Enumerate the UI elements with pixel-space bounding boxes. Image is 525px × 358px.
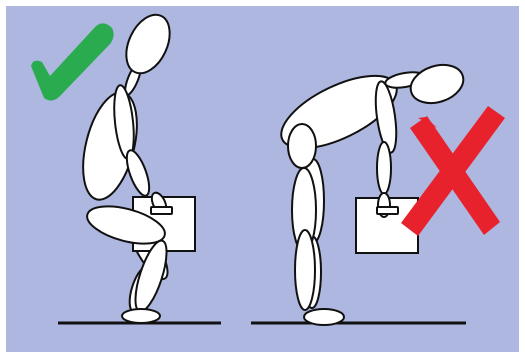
foot bbox=[122, 309, 160, 323]
hip bbox=[288, 124, 316, 168]
box-handle bbox=[151, 207, 172, 214]
box-handle bbox=[377, 207, 398, 214]
shin-front bbox=[295, 230, 315, 310]
foot bbox=[304, 309, 344, 325]
forearm bbox=[377, 142, 391, 194]
